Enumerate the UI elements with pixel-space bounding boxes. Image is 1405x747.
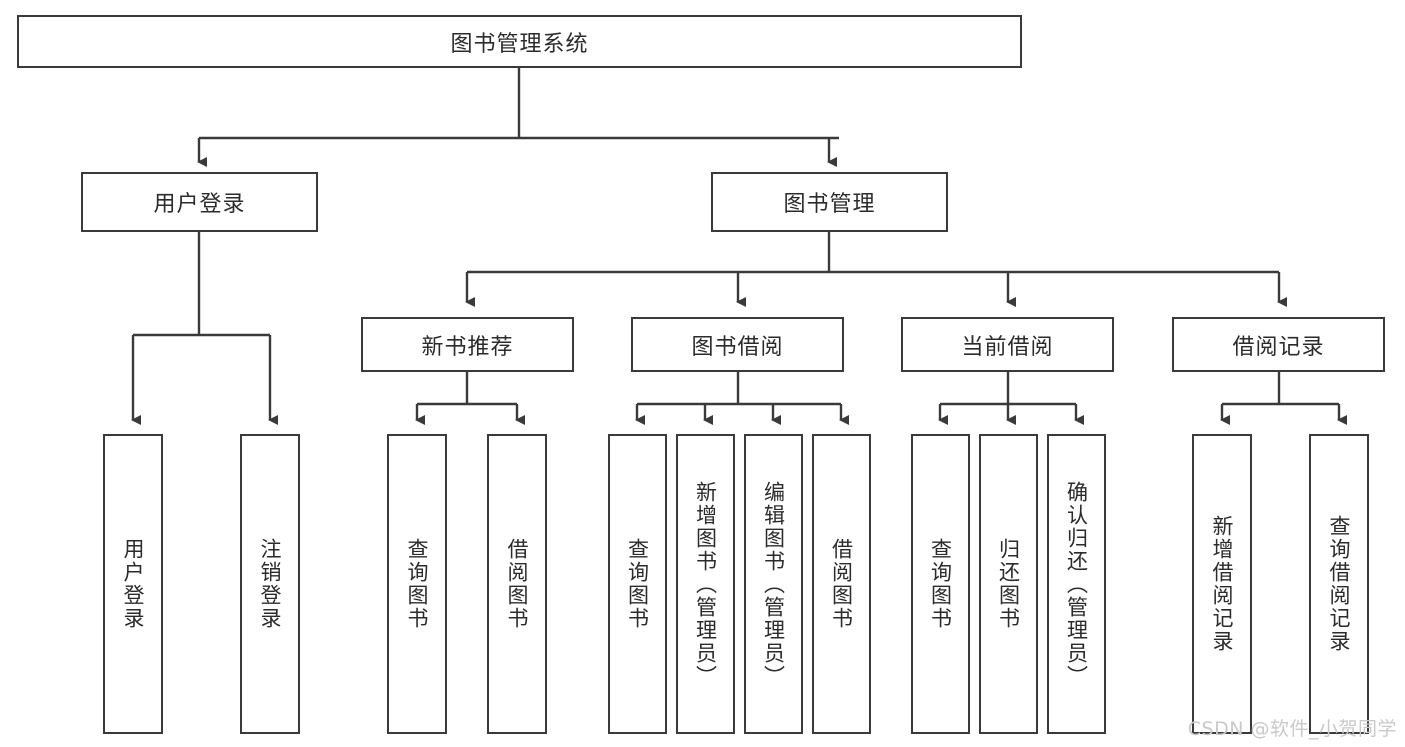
node-label: 查询图书 [625, 538, 650, 630]
node-leaf-confirm-return[interactable]: 确认归还（管理员） [1047, 434, 1106, 734]
node-leaf-user-logout[interactable]: 注销登录 [240, 434, 300, 734]
node-new-book-recommend[interactable]: 新书推荐 [361, 317, 574, 372]
node-current-borrow[interactable]: 当前借阅 [901, 317, 1114, 372]
node-label: 新增借阅记录 [1210, 515, 1235, 653]
node-leaf-query-book-current[interactable]: 查询图书 [911, 434, 970, 734]
node-leaf-borrow-book-recommend[interactable]: 借阅图书 [487, 434, 547, 734]
node-label: 图书借阅 [691, 334, 784, 360]
node-leaf-borrow-book[interactable]: 借阅图书 [812, 434, 871, 734]
node-label: 查询图书 [928, 538, 953, 630]
node-label: 查询图书 [405, 538, 430, 630]
node-label: 新增图书（管理员） [693, 480, 718, 688]
node-leaf-return-book[interactable]: 归还图书 [979, 434, 1038, 734]
node-leaf-query-book-recommend[interactable]: 查询图书 [387, 434, 447, 734]
node-label: 编辑图书（管理员） [761, 480, 786, 688]
node-label: 借阅图书 [505, 538, 530, 630]
node-leaf-edit-book[interactable]: 编辑图书（管理员） [744, 434, 803, 734]
node-label: 新书推荐 [421, 334, 514, 360]
node-leaf-add-book[interactable]: 新增图书（管理员） [676, 434, 735, 734]
node-leaf-query-borrow-record[interactable]: 查询借阅记录 [1309, 434, 1369, 734]
watermark-csdn: CSDN @软件_小贺同学 [1187, 718, 1397, 740]
node-label: 确认归还（管理员） [1064, 480, 1089, 688]
node-label: 查询借阅记录 [1327, 515, 1352, 653]
node-label: 注销登录 [258, 538, 283, 630]
node-book-management[interactable]: 图书管理 [711, 172, 948, 232]
node-label: 借阅记录 [1232, 334, 1325, 360]
node-label: 归还图书 [996, 538, 1021, 630]
node-label: 当前借阅 [961, 334, 1054, 360]
node-label: 用户登录 [121, 538, 146, 630]
node-label: 图书管理 [783, 192, 876, 217]
node-label: 借阅图书 [829, 538, 854, 630]
node-leaf-add-borrow-record[interactable]: 新增借阅记录 [1192, 434, 1252, 734]
node-label: 图书管理系统 [450, 31, 589, 57]
node-book-borrow[interactable]: 图书借阅 [631, 317, 844, 372]
node-root-book-management-system[interactable]: 图书管理系统 [17, 15, 1022, 68]
node-user-login[interactable]: 用户登录 [81, 172, 318, 232]
node-label: 用户登录 [153, 192, 246, 217]
node-leaf-query-book-borrow[interactable]: 查询图书 [608, 434, 667, 734]
node-borrow-record[interactable]: 借阅记录 [1172, 317, 1385, 372]
node-leaf-user-login[interactable]: 用户登录 [103, 434, 163, 734]
